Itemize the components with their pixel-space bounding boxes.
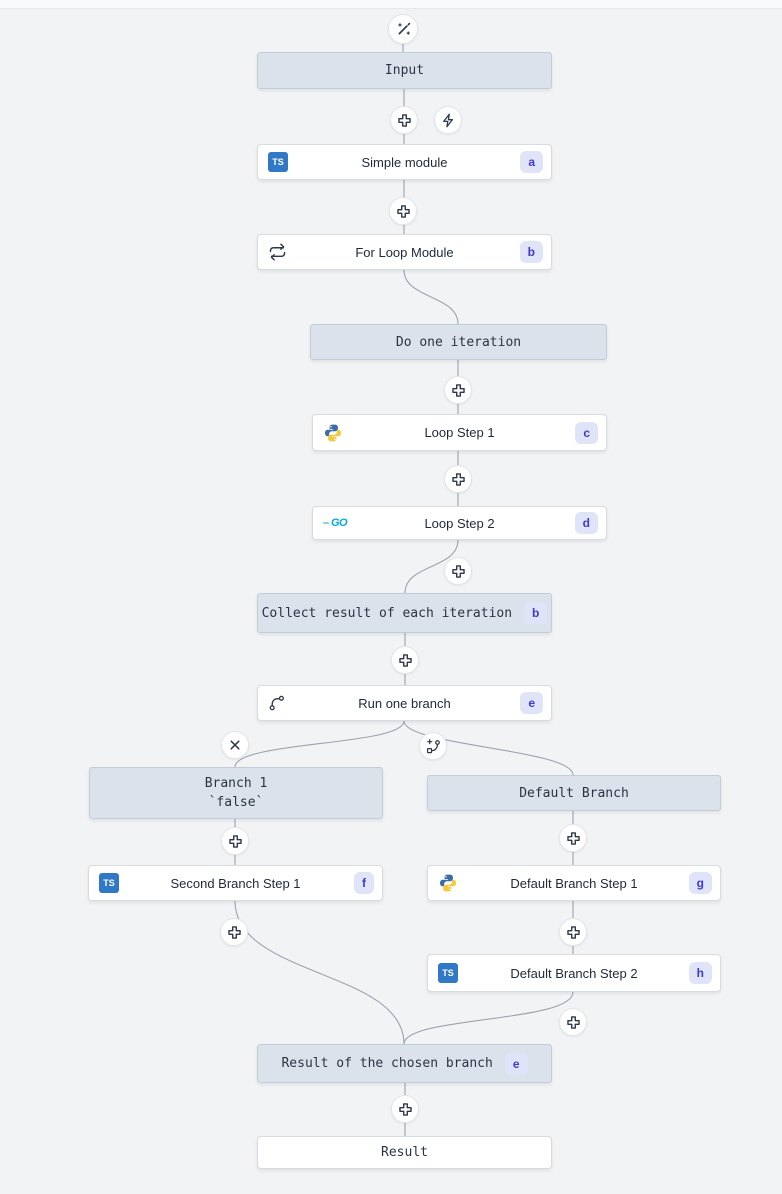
node-label: Default Branch	[519, 785, 629, 801]
wand-sparkles-icon	[394, 20, 413, 39]
python-icon	[438, 873, 458, 893]
flow-node-default-branch-step-2[interactable]: TS Default Branch Step 2 h	[427, 954, 721, 992]
node-id-badge: c	[575, 421, 598, 444]
repeat-icon	[268, 243, 287, 262]
plus-icon	[451, 472, 466, 487]
node-label: Second Branch Step 1	[170, 875, 301, 891]
add-step-button[interactable]	[391, 1095, 419, 1123]
node-label: Simple module	[361, 154, 448, 170]
add-step-button[interactable]	[444, 465, 472, 493]
branch-plus-icon	[425, 738, 442, 755]
plus-icon	[398, 653, 413, 668]
node-label: Input	[384, 63, 425, 78]
plus-icon	[566, 1015, 581, 1030]
plus-icon	[228, 834, 243, 849]
add-step-button[interactable]	[220, 918, 248, 946]
add-trigger-button[interactable]	[434, 106, 462, 134]
add-step-button[interactable]	[391, 646, 419, 674]
flow-node-run-one-branch[interactable]: Run one branch e	[257, 685, 552, 721]
typescript-icon: TS	[438, 963, 458, 983]
node-label: Default Branch Step 2	[510, 965, 638, 981]
flow-node-branch-1[interactable]: Branch 1 `false`	[89, 767, 383, 819]
flow-node-collect-result[interactable]: Collect result of each iteration b	[257, 593, 552, 633]
connector-path	[403, 269, 459, 325]
plus-icon	[398, 1102, 413, 1117]
node-label: Run one branch	[358, 695, 451, 711]
typescript-icon: TS	[268, 152, 288, 172]
connector-path	[403, 991, 574, 1045]
add-step-button[interactable]	[559, 918, 587, 946]
add-step-button[interactable]	[389, 197, 417, 225]
flow-node-second-branch-step-1[interactable]: TS Second Branch Step 1 f	[88, 865, 383, 901]
node-id-badge: d	[574, 512, 598, 534]
zap-icon	[441, 113, 456, 128]
flow-node-loop-step-1[interactable]: Loop Step 1 c	[312, 414, 607, 451]
node-id-badge: e	[520, 692, 543, 714]
flow-node-for-loop-module[interactable]: For Loop Module b	[257, 234, 552, 270]
flow-node-do-one-iteration[interactable]: Do one iteration	[310, 324, 607, 360]
node-label: For Loop Module	[355, 244, 454, 260]
plus-icon	[451, 383, 466, 398]
node-id-badge: g	[688, 872, 712, 894]
plus-icon	[397, 113, 412, 128]
git-branch-icon	[268, 694, 286, 712]
node-label: Default Branch Step 1	[510, 875, 638, 891]
connector-path	[234, 720, 405, 768]
node-id-badge: a	[520, 151, 543, 173]
add-step-button[interactable]	[559, 1008, 587, 1036]
branch-condition: `false`	[208, 795, 264, 810]
add-step-button[interactable]	[390, 106, 418, 134]
flow-node-default-branch[interactable]: Default Branch	[427, 775, 721, 811]
add-step-button[interactable]	[444, 557, 472, 585]
flow-node-input[interactable]: Input	[257, 52, 552, 89]
plus-icon	[566, 831, 581, 846]
go-icon: GO	[323, 517, 348, 529]
python-icon	[323, 423, 343, 443]
node-id-badge: b	[524, 602, 548, 624]
node-id-badge: b	[519, 241, 543, 263]
flow-node-loop-step-2[interactable]: GO Loop Step 2 d	[312, 506, 607, 540]
add-step-button[interactable]	[444, 376, 472, 404]
flow-node-default-branch-step-1[interactable]: Default Branch Step 1 g	[427, 865, 721, 901]
add-step-button[interactable]	[221, 827, 249, 855]
connector-path	[404, 539, 459, 594]
node-id-badge: f	[354, 872, 374, 894]
add-step-button[interactable]	[559, 824, 587, 852]
x-icon	[229, 739, 241, 751]
node-label: Branch 1	[204, 776, 268, 791]
node-label: Do one iteration	[395, 334, 522, 350]
plus-icon	[566, 925, 581, 940]
flow-node-result[interactable]: Result	[257, 1136, 552, 1169]
top-bar	[0, 0, 782, 9]
plus-icon	[396, 204, 411, 219]
ai-flow-builder-button[interactable]	[388, 14, 418, 44]
connector-path	[403, 720, 574, 776]
node-label: Collect result of each iteration	[261, 605, 513, 621]
node-label: Loop Step 1	[424, 425, 495, 440]
node-label: Loop Step 2	[424, 515, 495, 531]
node-label: Result	[381, 1145, 428, 1160]
remove-branch-button[interactable]	[221, 731, 249, 759]
connector-path	[234, 900, 405, 1045]
add-branch-button[interactable]	[419, 732, 447, 760]
typescript-icon: TS	[99, 873, 119, 893]
plus-icon	[227, 925, 242, 940]
node-id-badge: e	[504, 1052, 528, 1075]
node-id-badge: h	[688, 962, 712, 984]
flow-node-simple-module[interactable]: TS Simple module a	[257, 144, 552, 180]
plus-icon	[451, 564, 466, 579]
flow-node-result-of-chosen-branch[interactable]: Result of the chosen branch e	[257, 1044, 552, 1083]
node-label: Result of the chosen branch	[281, 1056, 493, 1071]
